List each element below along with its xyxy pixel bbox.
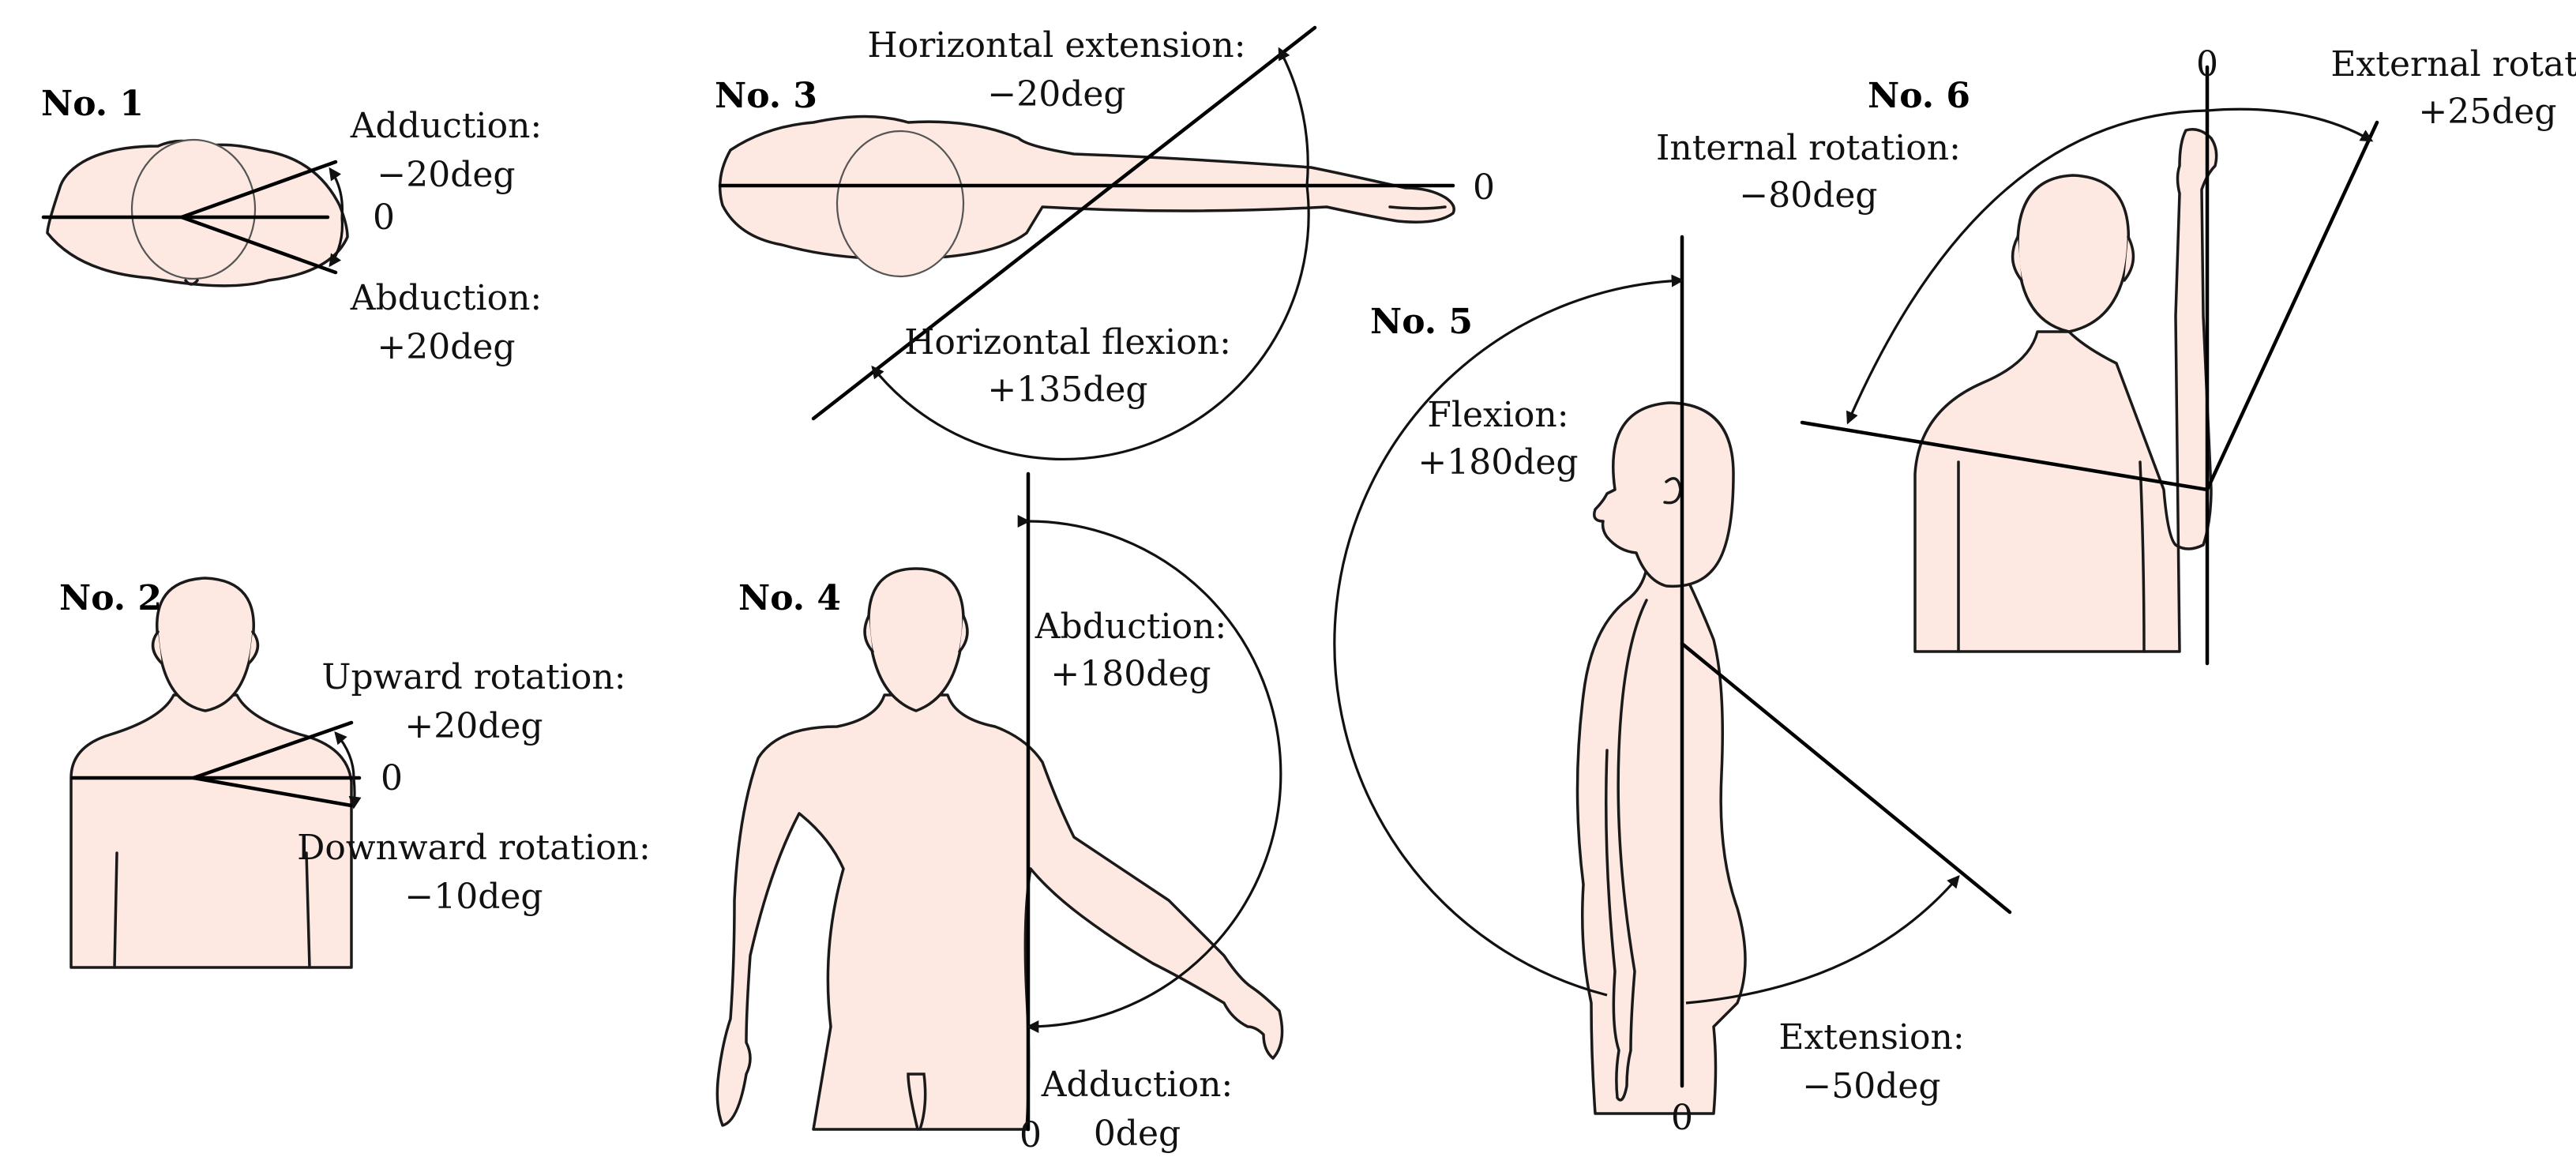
panel-3-extension-label: Horizontal extension: [867, 25, 1245, 66]
panel-5-extension-label: Extension: [1778, 1017, 1964, 1057]
panel-6-internal-value: −80deg [1739, 175, 1877, 216]
panel-2-upward-value: +20deg [404, 706, 543, 746]
panel-4-abduction-label: Abduction: [1035, 607, 1227, 647]
panel-3-zero-label: 0 [1473, 167, 1495, 208]
panel-3-arc-flexion [871, 185, 1310, 461]
panel-1-arrow-up [329, 167, 344, 218]
panel-2: No. 2 Upward rotation: +20deg 0 Downward… [59, 577, 651, 969]
panel-5-flexion-value: +180deg [1418, 442, 1578, 483]
panel-4-figure [715, 567, 1284, 1131]
panel-3-extension-value: −20deg [987, 74, 1125, 115]
panel-6-arc-external [2206, 107, 2374, 142]
panel-6-internal-label: Internal rotation: [1656, 128, 1961, 168]
panel-6-zero-label: 0 [2196, 44, 2218, 85]
panel-1-adduction-line [179, 160, 338, 220]
panel-1-adduction-label: Adduction: [350, 106, 543, 146]
panel-6-arc-internal [1846, 109, 2208, 425]
panel-2-upward-label: Upward rotation: [321, 657, 625, 697]
panel-6-title: No. 6 [1868, 76, 1970, 116]
panel-5-zero-label: 0 [1671, 1098, 1693, 1138]
panel-5-flexion-label: Flexion: [1427, 395, 1568, 435]
panel-6-external-value: +25deg [2418, 92, 2556, 132]
panel-2-downward-value: −10deg [404, 877, 543, 917]
panel-3: No. 3 Horizontal extension: −20deg 0 Hor… [715, 25, 1495, 461]
panel-1-title: No. 1 [41, 84, 144, 124]
panel-1-adduction-value: −20deg [377, 155, 515, 195]
panel-5-title: No. 5 [1370, 302, 1473, 342]
panel-3-extension-line [811, 25, 1317, 421]
panel-3-figure [718, 115, 1455, 278]
panel-4-title: No. 4 [738, 578, 841, 618]
panel-5-extension-line [1680, 641, 2012, 915]
panel-1: No. 1 Adduction: −20deg 0 Abduction: +20… [41, 84, 542, 367]
panel-4-arc-abduction [1017, 514, 1282, 1033]
panel-4-zero-label: 0 [1020, 1115, 1042, 1155]
panel-2-upward-line [191, 720, 354, 780]
panel-3-arc-extension [1278, 47, 1309, 186]
panel-2-figure [69, 577, 353, 969]
panel-6-external-line [2205, 120, 2379, 492]
panel-2-downward-line [191, 776, 354, 808]
panel-1-abduction-value: +20deg [377, 327, 515, 367]
panel-6-figure [1913, 128, 2218, 653]
panel-1-abduction-line [179, 215, 338, 275]
panel-2-title: No. 2 [59, 578, 162, 618]
panel-2-zero-label: 0 [381, 758, 403, 798]
panel-2-arrow-up [334, 731, 355, 779]
panel-5: No. 5 Flexion: +180deg Extension: −50deg… [1333, 235, 2012, 1138]
panel-2-arrow-down [348, 777, 362, 810]
panel-4-abduction-value: +180deg [1050, 654, 1211, 694]
panel-4-adduction-label: Adduction: [1041, 1065, 1234, 1105]
panel-6-external-label: External rotation: [2330, 44, 2576, 85]
panel-6-internal-line [1800, 420, 2210, 492]
panel-1-arrow-down [329, 216, 344, 268]
panel-4: No. 4 Abduction: +180deg Adduction: 0deg… [715, 471, 1284, 1155]
panel-3-title: No. 3 [715, 76, 817, 116]
panel-3-flexion-value: +135deg [987, 370, 1147, 410]
panel-3-flexion-label: Horizontal flexion: [904, 322, 1231, 362]
panel-2-downward-label: Downward rotation: [297, 828, 651, 868]
panel-5-arc-flexion [1333, 274, 1684, 997]
panel-1-abduction-label: Abduction: [350, 278, 543, 318]
panel-6: No. 6 0 External rotation: +25deg Intern… [1656, 44, 2576, 666]
panel-5-arc-extension [1685, 874, 1960, 1005]
panel-1-zero-label: 0 [373, 197, 395, 238]
panel-4-adduction-value: 0deg [1094, 1114, 1181, 1154]
panel-5-figure [1575, 401, 1747, 1115]
panel-5-extension-value: −50deg [1802, 1066, 1940, 1106]
